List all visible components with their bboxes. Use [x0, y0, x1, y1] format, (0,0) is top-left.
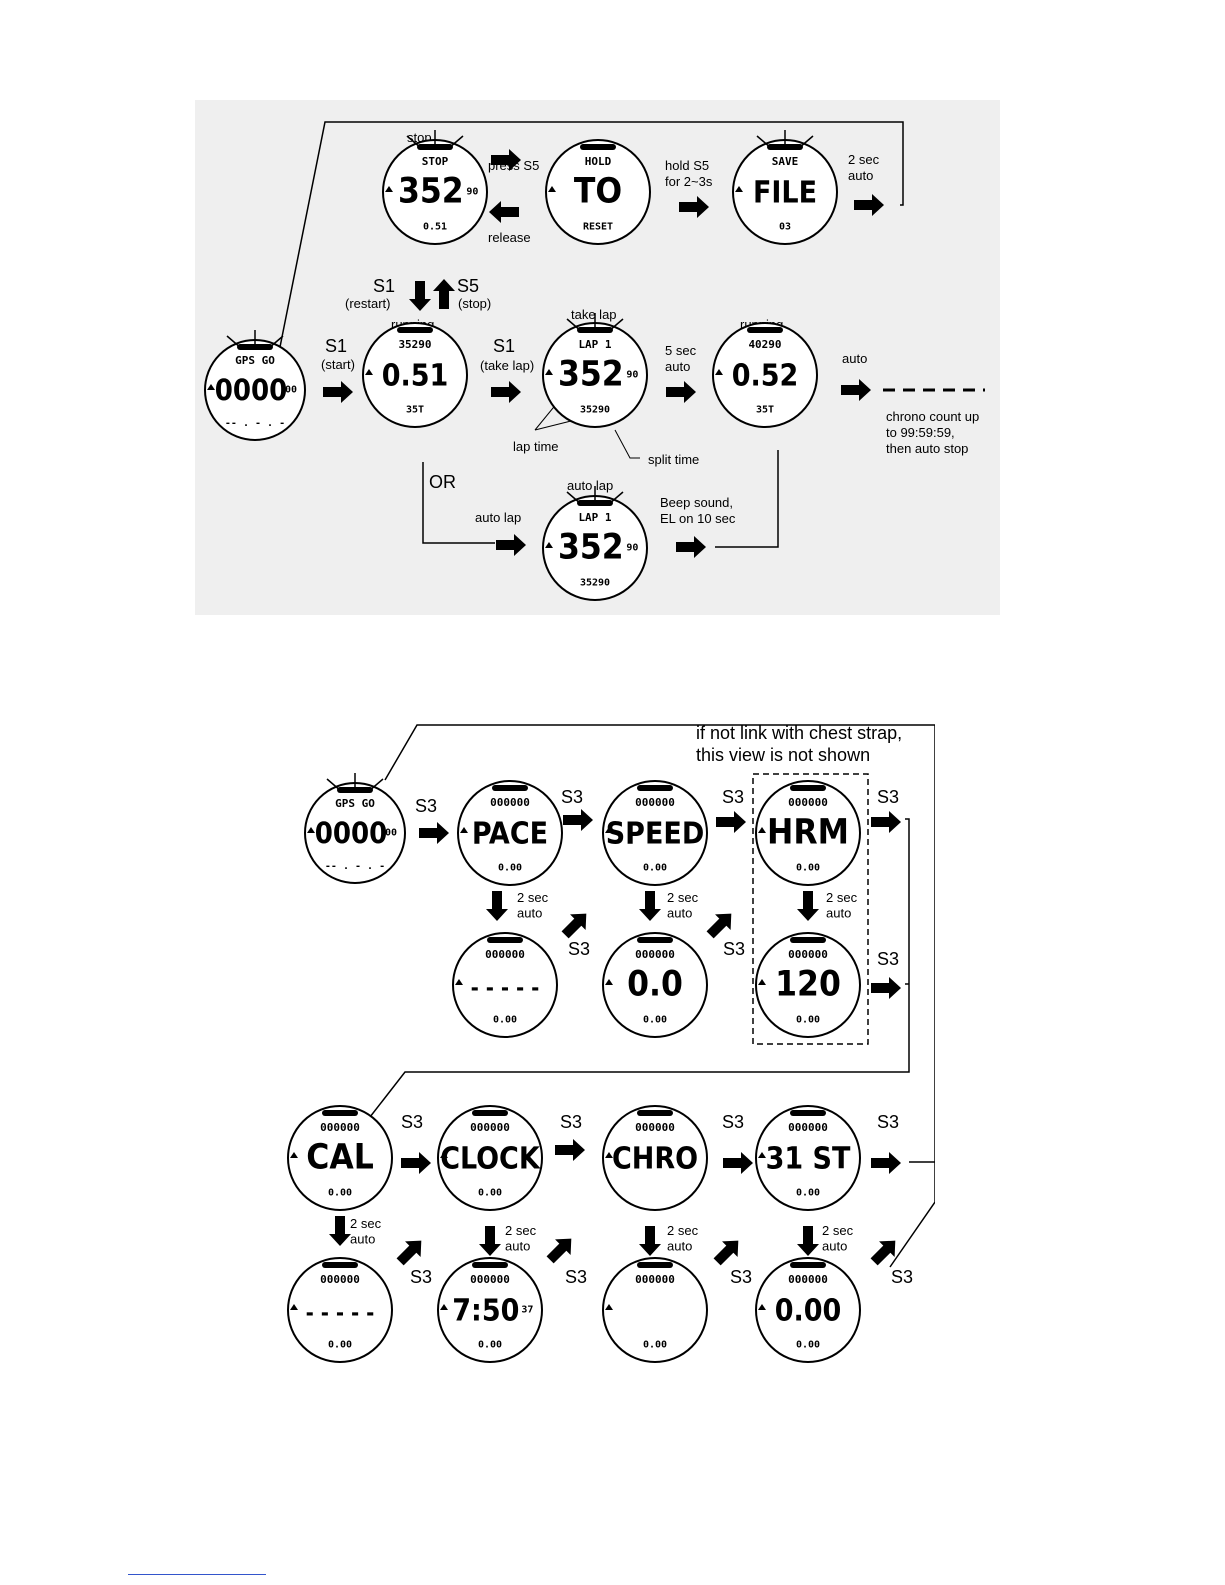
label-s1-take: S1	[493, 336, 516, 356]
label-split-time: split time	[648, 452, 700, 467]
label-running-2: running	[740, 317, 784, 332]
lap-time-pointer-2	[534, 419, 576, 431]
label-stop-paren: (stop)	[458, 296, 492, 311]
chrono-diagram-panel: stop press S5 release hold S5 for 2~3s 2…	[195, 100, 1000, 615]
label-auto: auto	[842, 351, 868, 366]
hrm-optional-box	[752, 773, 869, 1045]
lap-time-pointer	[534, 374, 581, 431]
row-connector-line	[369, 818, 910, 1118]
split-time-pointer	[614, 429, 640, 459]
label-press-s5: press S5	[488, 158, 540, 173]
label-auto-lap-1: auto lap	[475, 510, 522, 525]
label-hold-s5: hold S5 for 2~3s	[665, 158, 713, 189]
label-restart: (restart)	[345, 296, 391, 311]
label-start: (start)	[321, 357, 355, 372]
auto-lap-branch-line	[422, 462, 495, 544]
label-stop: stop	[407, 130, 432, 145]
label-running-1: running	[391, 317, 435, 332]
label-s1-restart: S1	[373, 276, 396, 296]
label-lap-time: lap time	[513, 439, 559, 454]
label-2sec-auto: 2 sec auto	[848, 152, 880, 183]
chrono-diagram-lines	[279, 121, 985, 548]
label-chrono-note: chrono count up to 99:59:59, then auto s…	[886, 409, 980, 456]
return-loop-line	[279, 121, 904, 348]
label-s5-stop: S5	[457, 276, 480, 296]
top-loop-line	[384, 724, 935, 1268]
label-5sec-auto: 5 sec auto	[665, 343, 697, 374]
label-take-lap-paren: (take lap)	[480, 358, 535, 373]
mode-cycle-lines	[369, 724, 935, 1268]
label-release: release	[488, 230, 531, 245]
footer-link-underline	[128, 1574, 266, 1575]
label-take-lap: take lap	[571, 307, 617, 322]
label-or: OR	[429, 472, 456, 492]
auto-lap-return-line	[715, 450, 779, 548]
label-auto-lap-2: auto lap	[567, 478, 614, 493]
label-s1-start: S1	[325, 336, 348, 356]
chest-strap-note: if not link with chest strap, this view …	[696, 723, 903, 765]
mode-cycle-panel: if not link with chest strap, this view …	[275, 722, 935, 1367]
label-beep: Beep sound, EL on 10 sec	[660, 495, 736, 526]
